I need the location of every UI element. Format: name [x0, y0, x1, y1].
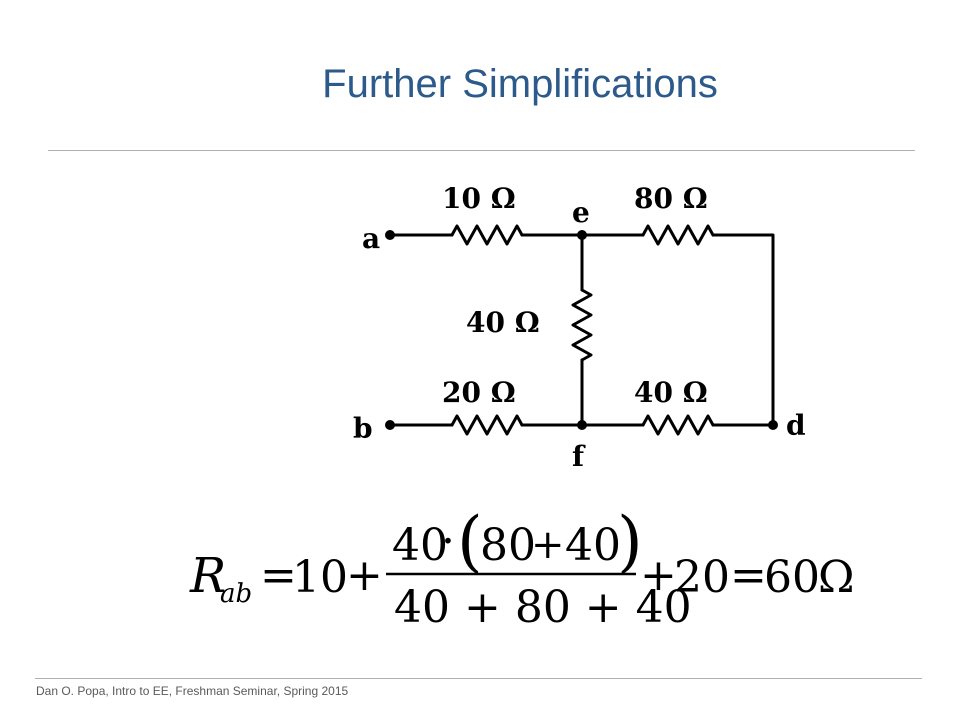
resistor-80-ohm	[641, 224, 715, 246]
wire-r80-to-right-edge	[711, 233, 775, 427]
eq-equals-1: =	[260, 550, 297, 601]
node-d-dot	[768, 420, 778, 430]
resistor-40-ohm-vertical	[571, 288, 593, 362]
eq-num-40b: 40	[565, 520, 621, 571]
node-label-e: e	[572, 196, 590, 229]
slide-title: Further Simplifications	[322, 62, 718, 106]
eq-num-lparen: (	[457, 503, 483, 580]
eq-num-rparen: )	[617, 503, 643, 580]
eq-result-60: 60	[764, 552, 820, 603]
label-r-20: 20 Ω	[442, 376, 516, 409]
node-f-dot	[577, 420, 587, 430]
eq-num-80: 80	[480, 520, 536, 571]
node-b-dot	[385, 420, 395, 430]
node-e-dot	[577, 230, 587, 240]
node-label-b: b	[353, 412, 373, 445]
eq-num-dot: ·	[441, 516, 455, 567]
resistor-10-ohm	[450, 224, 524, 246]
resistor-20-ohm	[450, 414, 524, 436]
eq-denominator: 40 + 80 + 40	[394, 582, 692, 633]
top-divider	[48, 150, 915, 151]
eq-r-symbol: R	[189, 548, 226, 604]
eq-term-20: 20	[674, 552, 730, 603]
eq-equals-2: =	[730, 550, 767, 601]
eq-unit-ohm: Ω	[818, 552, 854, 603]
resistor-40-ohm-bottom	[641, 414, 715, 436]
label-r-80: 80 Ω	[634, 182, 708, 215]
bottom-divider	[35, 678, 922, 679]
eq-num-plus: +	[531, 522, 565, 568]
node-a-dot	[385, 230, 395, 240]
label-r-10: 10 Ω	[442, 182, 516, 215]
eq-r-subscript: ab	[220, 579, 252, 609]
label-r-40-vertical: 40 Ω	[466, 306, 540, 339]
slide-footer: Dan O. Popa, Intro to EE, Freshman Semin…	[36, 684, 349, 698]
eq-plus-2: +	[640, 550, 677, 601]
eq-plus-1: +	[346, 550, 383, 601]
node-label-d: d	[786, 409, 806, 442]
label-r-40-bottom: 40 Ω	[634, 376, 708, 409]
node-label-f: f	[572, 440, 586, 473]
eq-num-40: 40	[392, 520, 448, 571]
eq-term-10: 10	[292, 552, 348, 603]
node-label-a: a	[362, 222, 380, 255]
